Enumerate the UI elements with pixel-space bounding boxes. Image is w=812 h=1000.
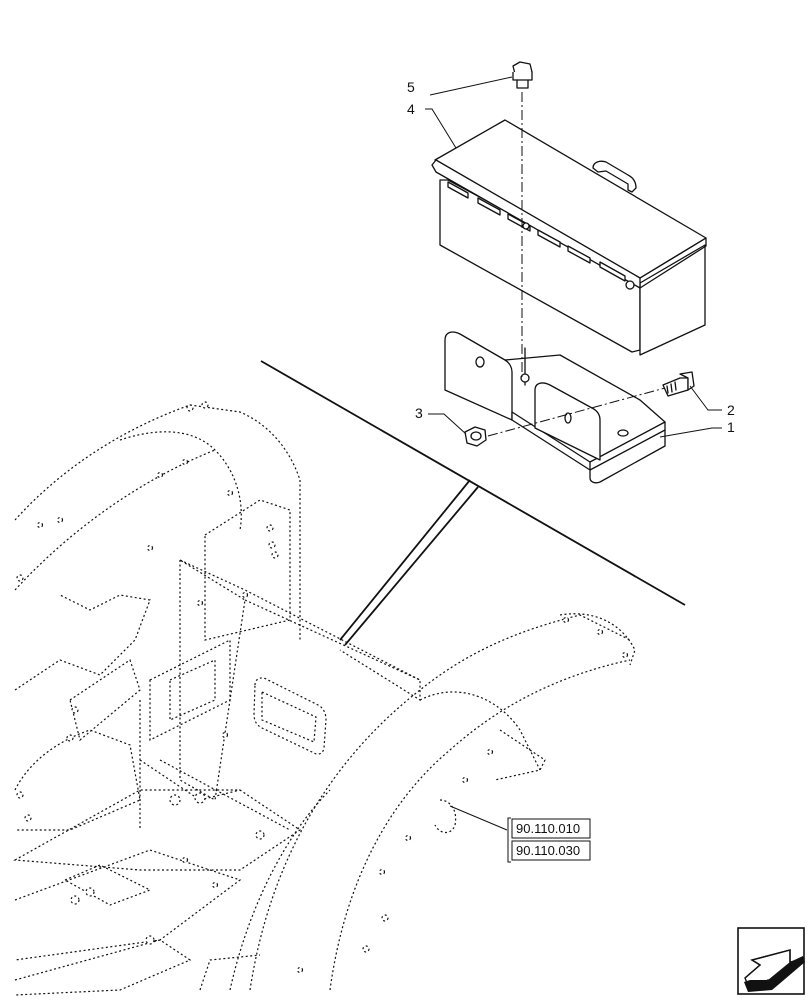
nut (464, 426, 487, 447)
tool-box (431, 119, 707, 356)
arrow-next-icon[interactable] (737, 927, 805, 995)
callout-leaders (425, 76, 722, 831)
reference-group: 90.110.010 90.110.030 (507, 817, 591, 863)
tractor-chassis-drawing (12, 360, 686, 996)
axis-line-horizontal (487, 387, 666, 437)
screw-top (512, 61, 533, 89)
callout-1[interactable]: 1 (727, 419, 735, 435)
reference-link-2[interactable]: 90.110.030 (516, 843, 580, 858)
callout-2[interactable]: 2 (727, 402, 735, 418)
reference-box-2[interactable] (511, 840, 591, 861)
callout-4[interactable]: 4 (407, 101, 415, 117)
callout-3[interactable]: 3 (415, 405, 423, 421)
reference-link-1[interactable]: 90.110.010 (516, 821, 580, 836)
bolt-side (662, 371, 695, 397)
reference-box-1[interactable] (511, 818, 591, 839)
callout-5[interactable]: 5 (407, 79, 415, 95)
bracket (444, 331, 666, 484)
